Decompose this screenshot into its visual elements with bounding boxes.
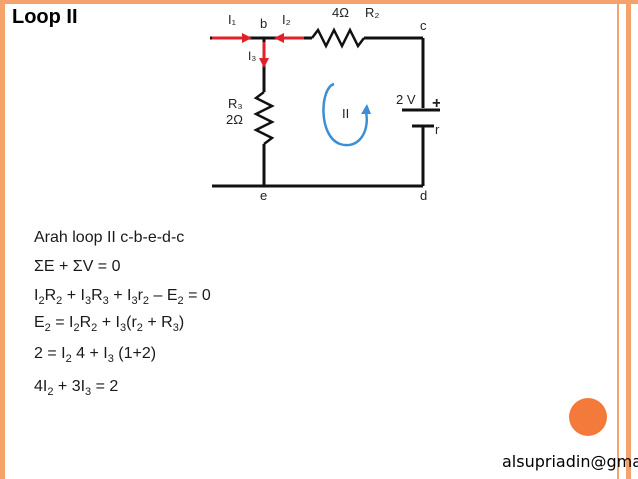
label-loop: II (342, 106, 349, 121)
equation-substituted: 2 = I2 4 + I3 (1+2) (34, 345, 157, 365)
label-emf-plus: + (432, 95, 440, 112)
decorative-orange-circle (569, 398, 607, 436)
label-i2: I₂ (282, 12, 291, 27)
label-r2-internal: r₂ (435, 122, 440, 137)
current-arrow-i3 (259, 42, 269, 68)
current-arrow-i2 (274, 33, 304, 43)
frame-right-border (626, 0, 631, 479)
label-r3-name: R₃ (228, 96, 243, 111)
equation-emf: E2 = I2R2 + I3(r2 + R3) (34, 314, 185, 334)
frame-right-inner-border (617, 0, 619, 479)
label-node-c: c (420, 18, 427, 33)
label-node-d: d (420, 188, 427, 203)
frame-left-border (0, 0, 5, 479)
frame-top-border (0, 0, 638, 4)
label-r2-value: 4Ω (332, 5, 349, 20)
label-emf: 2 V (396, 92, 416, 107)
label-node-b: b (260, 16, 267, 31)
label-i3: I₃ (248, 49, 256, 63)
label-r3-value: 2Ω (226, 112, 243, 127)
label-node-e: e (260, 188, 267, 203)
equation-loop-direction: Arah loop II c-b-e-d-c (34, 229, 185, 246)
author-email: alsupriadin@gmail.c (502, 452, 638, 471)
loop-direction-arrow (322, 82, 371, 147)
equation-result: 4I2 + 3I3 = 2 (34, 378, 119, 398)
label-r2-name: R₂ (365, 5, 379, 20)
current-arrow-i1 (212, 33, 252, 43)
circuit-diagram: I₁ b I₂ 4Ω R₂ c I₃ R₃ 2Ω II 2 V + r₂ e d (210, 5, 440, 203)
slide-title: Loop II (12, 6, 78, 28)
equation-kirchhoff: ΣE + ΣV = 0 (34, 258, 121, 275)
equation-loop-sum: I2R2 + I3R3 + I3r2 – E2 = 0 (34, 287, 211, 307)
label-i1: I₁ (228, 12, 237, 27)
